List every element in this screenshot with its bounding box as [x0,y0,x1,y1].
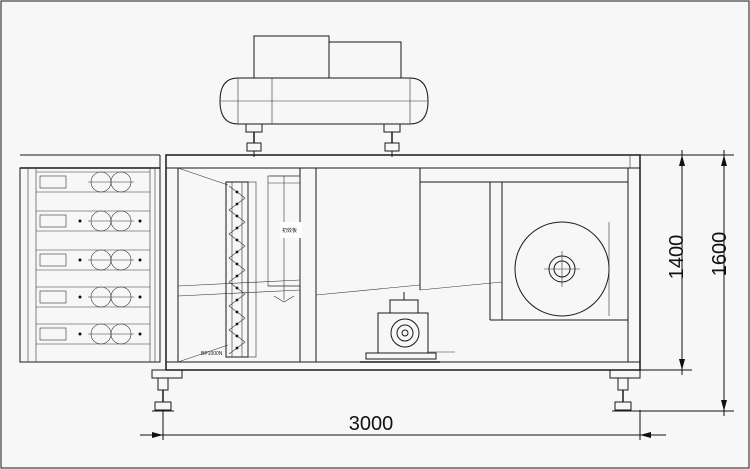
filter-rack [19,154,161,363]
filter-plate-label: 初效板 [282,227,297,234]
rack-row [36,286,150,308]
rack-row [36,210,150,232]
dimension-height-outer [634,150,734,416]
filter-rack-rows [36,171,150,345]
coil-fins [228,185,246,355]
main-cabinet [165,154,641,371]
left-foot [151,369,183,412]
plate-model-label: BP1000N [201,351,223,357]
rack-row [36,249,150,271]
rack-row [36,171,150,193]
dimension-length [140,410,666,440]
compressor-unit [219,35,429,157]
outer-height-dimension-label: 1600 [709,232,731,277]
coil-column [225,181,257,358]
centrifugal-fan [514,221,610,317]
filter-plate [267,175,302,303]
right-foot [609,369,641,412]
rack-row [36,323,150,345]
fan-motor [360,292,455,363]
length-dimension-label: 3000 [349,413,394,435]
inner-height-dimension-label: 1400 [666,235,688,280]
